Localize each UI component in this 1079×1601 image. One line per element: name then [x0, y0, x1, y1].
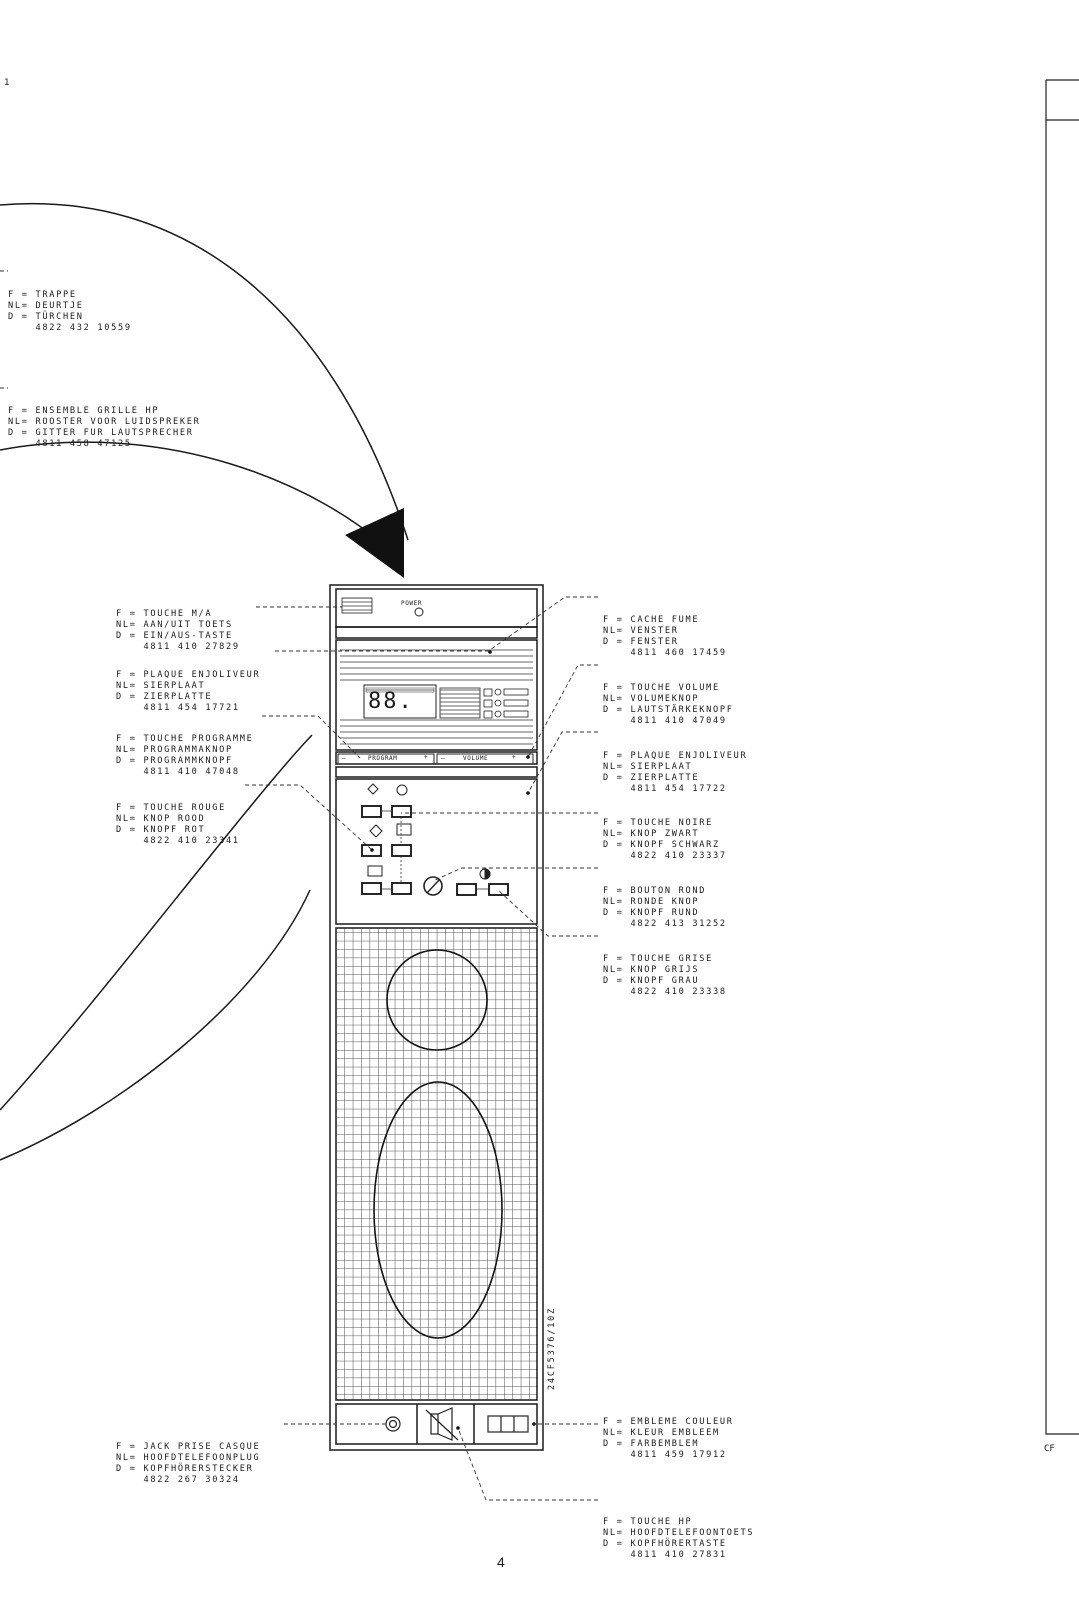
power-label: POWER [401, 600, 423, 607]
sweep-curves [0, 203, 409, 1161]
page-number: 4 [497, 1554, 505, 1570]
control-symbols [367, 783, 491, 896]
bottom-strip-icons [385, 1407, 529, 1441]
program-minus: — [342, 755, 347, 762]
power-switch-grille [341, 597, 373, 614]
window-lines [340, 649, 533, 745]
panel-connectors [381, 810, 489, 890]
arrow-head-icon [345, 508, 404, 578]
power-indicator-icon [414, 607, 424, 617]
volume-rocker[interactable] [436, 753, 534, 765]
speaker-outlines [373, 949, 503, 1339]
device-body [329, 584, 544, 1451]
leader-lines [0, 270, 598, 1501]
volume-minus: — [441, 755, 446, 762]
status-bar [365, 687, 435, 693]
display-digits: 88. [368, 689, 414, 714]
right-frame [1045, 79, 1079, 1435]
model-code: 24CF5376/10Z [547, 1306, 557, 1390]
edge-text: CF [1044, 1444, 1055, 1454]
corner-mark: 1 [4, 78, 10, 88]
volume-plus: + [512, 754, 517, 761]
program-rocker[interactable] [337, 753, 435, 765]
leader-dots [370, 650, 536, 1430]
program-plus: + [424, 754, 429, 761]
volume-label: VOLUME [463, 755, 489, 762]
level-meter [439, 687, 481, 719]
indicator-icons [483, 688, 529, 719]
program-label: PROGRAM [368, 755, 398, 762]
control-buttons[interactable] [361, 805, 509, 896]
